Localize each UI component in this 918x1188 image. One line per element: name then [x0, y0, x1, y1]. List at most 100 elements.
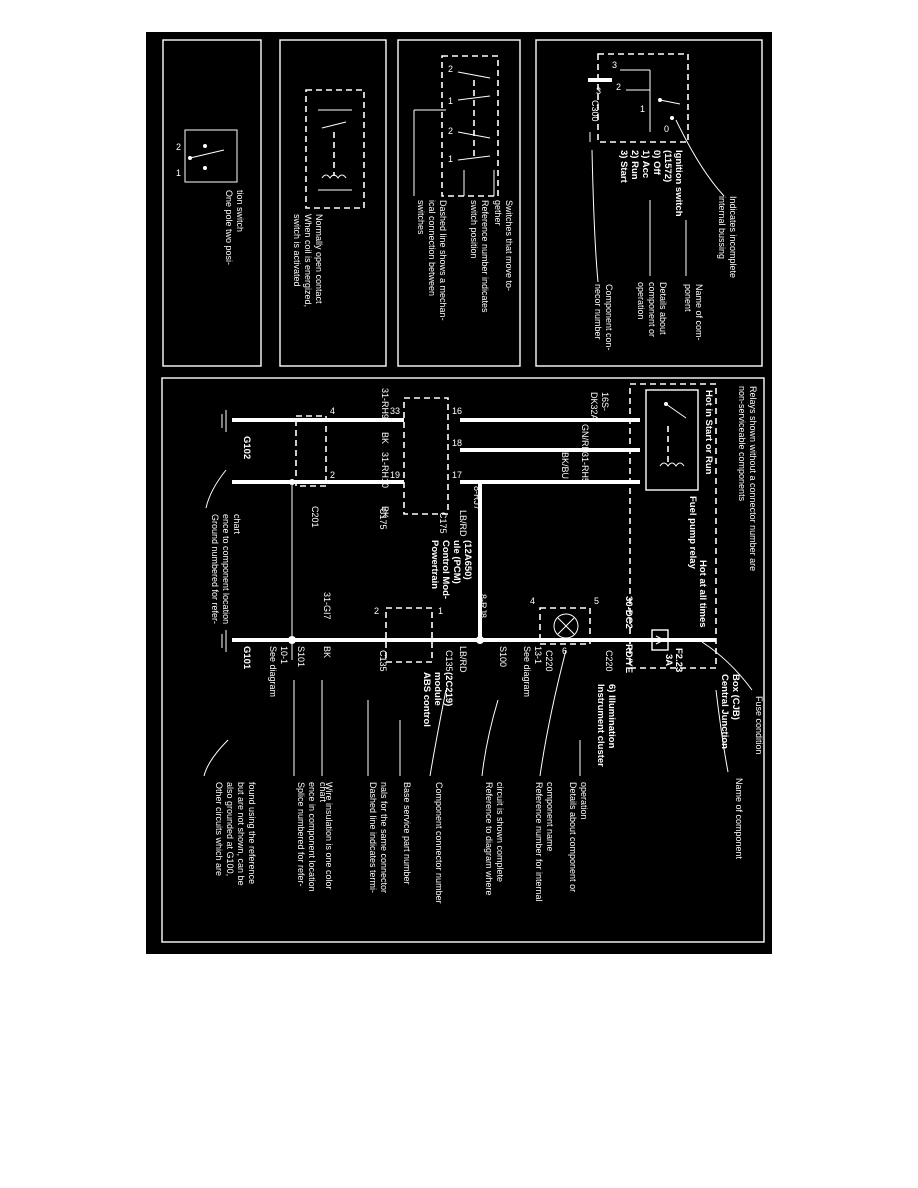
splice-note-2: ence in component location [307, 782, 317, 892]
relay-caption-2: When coil is energized, [303, 214, 313, 307]
c135-bot: C135 [378, 650, 388, 672]
circuit-16s: 16S- [600, 392, 610, 411]
switch-caption-1: One pole two posi- [224, 190, 234, 265]
c201-box [295, 415, 327, 487]
fuse-amp: 3A [663, 654, 674, 666]
splice-note-1: Splice numbered for refer- [296, 782, 306, 887]
pcm-name-1: Powertrain [429, 540, 440, 589]
fuel-pump-relay-box [645, 389, 699, 491]
circuit-31rh10: 31-RH10 [380, 452, 390, 488]
ganged-pin-a2: 2 [448, 64, 453, 74]
base-part-note: Base service part number [402, 782, 412, 885]
circuit-8rj7: 8-RJ7 [472, 486, 482, 510]
g102-note-2: ence to component location [221, 514, 231, 624]
pcm-pin-16: 16 [452, 406, 462, 416]
diagram-ref-note-1: Reference to diagram where [484, 782, 494, 896]
main-diagram: Relays shown without a connector number … [161, 377, 765, 943]
ganged-caption3-a: Dashed line shows a mechan- [438, 200, 448, 321]
ganged-caption3-b: ical connection between [427, 200, 437, 296]
cluster-name-2: 6) Illumination [606, 684, 617, 749]
c201-label: C201 [310, 506, 320, 528]
ganged-caption2-b: switch position [469, 200, 479, 259]
internal-ref-1: Reference number for internal [534, 782, 544, 902]
c220-pin-4: 4 [530, 596, 535, 606]
conn-num-note: Component connector number [434, 782, 444, 904]
ign-note-bussing-1: Indicates incomplete [728, 196, 738, 278]
circuit-31gi7: 31-GI7 [322, 592, 332, 620]
g102-label: G102 [241, 436, 252, 459]
circuit-dk32a: DK32A [589, 392, 599, 421]
c201-pin-2: 2 [330, 470, 335, 480]
s100-label: S100 [498, 646, 508, 667]
c220-pin-5: 5 [594, 596, 599, 606]
other-circuits-1: Other circuits which are [214, 782, 224, 876]
cjb-name-2: Box (CJB) [730, 674, 741, 720]
ign-note-connector-2: necor number [593, 284, 603, 340]
ign-title: Ignition switch [673, 150, 684, 217]
relay-caption-3: switch is activated [292, 214, 302, 287]
pcm-name-4: (12A650) [462, 540, 473, 580]
circuit-31rh5: 31-RH5 [580, 452, 590, 483]
c220-bot: C220 [544, 650, 554, 672]
pcm-name-2: Control Mod- [440, 540, 451, 599]
ign-note-details-1: Details about [658, 282, 668, 335]
circuit-30dc2-color: RD/YE [623, 644, 634, 673]
abs-pin-2: 2 [374, 606, 379, 616]
circuit-8rj7-color: LB/RD [458, 510, 468, 537]
g102-note-1: Ground numbered for refer- [210, 514, 220, 624]
splice-note-3: chart [318, 782, 328, 803]
ign-note-connector-1: Component con- [604, 284, 614, 351]
ganged-pin-a1: 1 [448, 96, 453, 106]
pcm-conn-c175-b: C175 [378, 508, 388, 530]
ign-contact-0: 0 [664, 124, 669, 134]
ign-note-details-3: operation [636, 282, 646, 320]
ganged-caption2-a: Reference number indicates [480, 200, 490, 313]
ign-pos-0: 0) Off [651, 150, 662, 176]
circuit-31rh10-color: BK [380, 506, 390, 518]
ganged-pin-b2: 2 [448, 126, 453, 136]
pcm-pin-33: 33 [390, 406, 400, 416]
pcm-pin-17: 17 [452, 470, 462, 480]
pcm-name-3: ule (PCM) [451, 540, 462, 584]
ign-pos-1: 1) Acc [640, 150, 651, 178]
ign-pos-2: 2) Run [629, 150, 640, 180]
circuit-31rh9: 31-RH9 [380, 388, 390, 419]
diagram-ref-note-2: circuit is shown complete [495, 782, 505, 882]
internal-ref-2: component name [545, 782, 555, 852]
other-circuits-3: but are not shown, can be [236, 782, 246, 886]
g101-label: G101 [241, 646, 252, 670]
ign-pin: 3 [596, 86, 601, 96]
c201-pin-4: 4 [330, 406, 335, 416]
pin-2: 2 [176, 142, 181, 152]
name-of-component: Name of component [734, 778, 744, 860]
ganged-caption1-a: Switches that move to- [504, 200, 514, 291]
pcm-pin-18: 18 [452, 438, 462, 448]
ganged-caption1-b: gether [493, 200, 503, 226]
ign-part: (11572) [662, 150, 673, 182]
s101-label: S101 [296, 646, 306, 667]
cluster-box [539, 607, 591, 645]
see-diagram-1a: See diagram [522, 646, 532, 697]
relay-note-1: Relays shown without a connector number … [748, 386, 758, 571]
relay-caption-1: Normally open contact [314, 214, 324, 304]
pcm-box [403, 397, 449, 515]
ganged-caption3-c: switches [416, 200, 426, 235]
switch-caption-2: tion switch [235, 190, 245, 232]
fuse-id: F2.23 [673, 648, 684, 672]
c220-pin-6: 6 [562, 646, 567, 656]
ign-contact-3: 3 [612, 60, 617, 70]
other-circuits-2: also grounded at G100, [225, 782, 235, 876]
cluster-detail-1: Details about component or [568, 782, 578, 892]
g102-note-3: chart [232, 514, 242, 535]
hot-start-run: Hot in Start or Run [703, 390, 714, 475]
dashed-note-2: nals for the same connector [379, 782, 389, 893]
circuit-31rh5-color: BK/BU [560, 452, 570, 479]
circuit-8rj8: 8-RJ8 [478, 594, 488, 618]
ign-pos-3: 3) Start [618, 150, 629, 184]
cjb-name-1: Central Junction [719, 674, 730, 749]
circuit-8rj8-color: LB/RD [458, 646, 468, 673]
fuel-pump-relay-label: Fuel pump relay [687, 496, 698, 570]
abs-name-3: (2C219) [443, 672, 454, 706]
hot-all-times: Hot at all times [697, 560, 708, 628]
